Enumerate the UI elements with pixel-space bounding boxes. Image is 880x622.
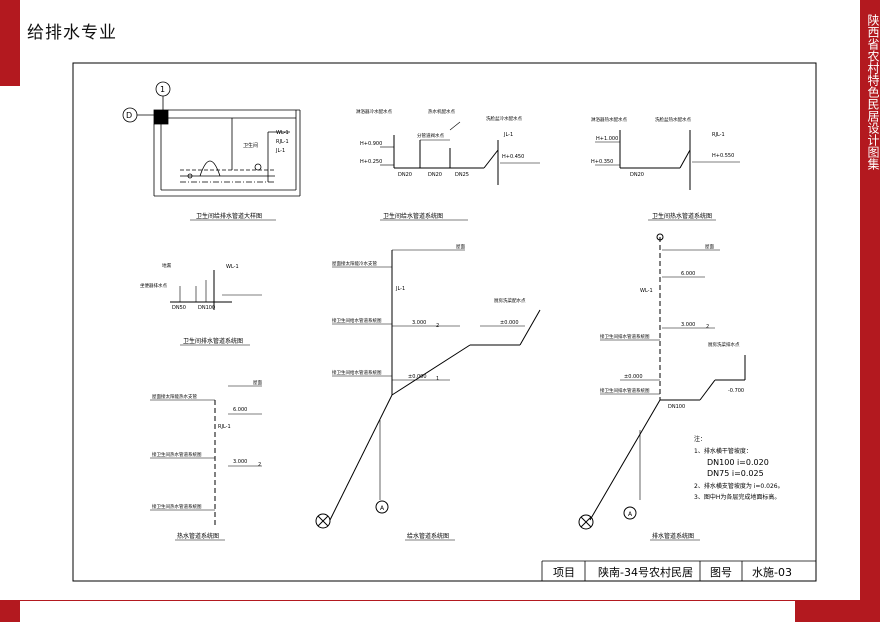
lbl-roof-solar: 屋面接太阳能冷水支管 <box>332 260 377 267</box>
note-3: DN75 i=0.025 <box>707 469 764 478</box>
caption-hot-system: 热水管道系统图 <box>177 532 219 540</box>
supply-floor1: 1 <box>436 376 439 382</box>
axis-d-label: D <box>126 111 132 120</box>
hot-dn20: DN20 <box>630 172 644 178</box>
lbl-kitchen-d: 厨房洗菜排水点 <box>708 341 740 348</box>
hot-floor2: 2 <box>258 462 261 468</box>
note-5: 3、图中H为各层完成地面标高。 <box>694 493 780 501</box>
drain-floor2: 2 <box>706 324 709 330</box>
supply-axis-a: A <box>380 505 385 512</box>
lbl-wc1h: 接卫生间热水管道系统图 <box>152 503 202 510</box>
lbl-wc2: 接卫生间给水管道系统图 <box>332 317 382 324</box>
caption-bathroom-supply: 卫生间给水管道系统图 <box>383 212 443 220</box>
lbl-wc1d: 接卫生间排水管道系统图 <box>600 387 650 394</box>
note-4: 2、排水横支管坡度为 i=0.026。 <box>694 482 784 490</box>
supply-e3000: 3.000 <box>412 320 426 326</box>
drain-wl1-b: WL-1 <box>640 288 653 294</box>
h0250: H+0.250 <box>360 159 382 165</box>
lbl-heater: 热水机配水点 <box>428 108 455 115</box>
lbl-shower-hot: 淋浴器热水配水点 <box>591 116 627 123</box>
drawing-no: 水施-03 <box>752 566 792 579</box>
hot-e6000: 6.000 <box>233 407 247 413</box>
h0350: H+0.350 <box>591 159 613 165</box>
drain-e0700: -0.700 <box>728 388 744 394</box>
supply-dn20-a: DN20 <box>398 172 412 178</box>
caption-bathroom-drain: 卫生间排水管道系统图 <box>183 337 243 345</box>
h0450: H+0.450 <box>502 154 524 160</box>
drain-dn100: DN100 <box>198 305 215 311</box>
notes: 注： 1、排水横干管坡度： DN100 i=0.020 DN75 i=0.025… <box>694 435 784 501</box>
axis-1-label: 1 <box>160 85 165 94</box>
drain-roof: 屋面 <box>705 244 714 250</box>
plan-jl1: JL-1 <box>275 148 285 154</box>
supply-dn25: DN25 <box>455 172 469 178</box>
right-accent-bar <box>860 0 880 622</box>
h0900: H+0.900 <box>360 141 382 147</box>
lbl-valve: 分管道阀水点 <box>417 132 444 139</box>
caption-bathroom-hot: 卫生间热水管道系统图 <box>652 212 712 220</box>
left-accent-bar <box>0 0 20 86</box>
hot-rjl1: RJL-1 <box>712 132 725 138</box>
bottom-rule <box>20 600 860 601</box>
hot-rjl1-b: RJL-1 <box>218 424 231 430</box>
h0550: H+0.550 <box>712 153 734 159</box>
drain-e0000: ±0.000 <box>624 374 643 380</box>
supply-jl1-b: JL-1 <box>395 286 405 292</box>
lbl-shower: 淋浴器冷水配水点 <box>356 108 392 115</box>
drain-e6000: 6.000 <box>681 271 695 277</box>
hot-system-riser <box>150 385 262 525</box>
drain-dn100: DN100 <box>668 404 685 410</box>
bathroom-plan <box>122 81 301 197</box>
title-block <box>541 560 816 581</box>
lbl-basin: 洗脸盆冷水配水点 <box>486 115 522 122</box>
lbl-toilet: 坐便器排水点 <box>140 282 167 289</box>
lbl-basin-hot: 洗脸盆热水配水点 <box>655 116 691 123</box>
lbl-roof-solar-hot: 屋面接太阳能热水支管 <box>152 393 197 400</box>
note-2: DN100 i=0.020 <box>707 458 769 467</box>
lbl-floor: 地漏 <box>162 262 171 269</box>
hot-e3000: 3.000 <box>233 459 247 465</box>
drain-system-riser <box>578 233 746 530</box>
note-1: 1、排水横干管坡度： <box>694 447 752 455</box>
bathroom-supply-iso <box>380 121 540 185</box>
drain-axis-a: A <box>628 511 633 518</box>
caption-supply-system: 给水管道系统图 <box>407 532 449 540</box>
plan-rjl1: RJL-1 <box>276 139 289 145</box>
project-label: 项目 <box>553 566 575 579</box>
supply-floor2: 2 <box>436 323 439 329</box>
drain-e3000: 3.000 <box>681 322 695 328</box>
bottom-right-accent <box>795 600 860 622</box>
caption-drain-system: 排水管道系统图 <box>652 532 694 540</box>
notes-title: 注： <box>694 435 706 443</box>
lbl-wc1: 接卫生间给水管道系统图 <box>332 369 382 376</box>
supply-dn20-b: DN20 <box>428 172 442 178</box>
drawing-no-label: 图号 <box>710 566 732 579</box>
plan-wc-label: 卫生间 <box>243 142 258 149</box>
drawing-frame <box>72 62 817 582</box>
lbl-kitchen: 厨房洗菜配水点 <box>494 297 526 304</box>
bathroom-hot-iso <box>595 130 740 190</box>
project-name: 陕南-34号农村民居 <box>598 565 693 579</box>
supply-e0000-b: ±0.000 <box>500 320 519 326</box>
lbl-wc2d: 接卫生间排水管道系统图 <box>600 333 650 340</box>
drain-dn50: DN50 <box>172 305 186 311</box>
lbl-wc2h: 接卫生间热水管道系统图 <box>152 451 202 458</box>
sidebar-title: 陕西省农村特色民居设计图集 <box>866 14 880 170</box>
bathroom-drain-iso <box>170 270 262 310</box>
bottom-left-accent <box>0 600 20 622</box>
supply-e0000: ±0.000 <box>408 374 427 380</box>
supply-system-riser <box>315 249 541 529</box>
hot-roof: 屋面 <box>253 380 262 386</box>
plan-wl1: WL-1 <box>276 130 289 136</box>
page-title: 给排水专业 <box>27 23 117 43</box>
supply-jl1: JL-1 <box>503 132 513 138</box>
caption-bathroom-plan: 卫生间给排水管道大样图 <box>196 212 262 220</box>
h1000: H+1.000 <box>596 136 618 142</box>
supply-roof: 屋面 <box>456 244 465 250</box>
drain-wl1: WL-1 <box>226 264 239 270</box>
